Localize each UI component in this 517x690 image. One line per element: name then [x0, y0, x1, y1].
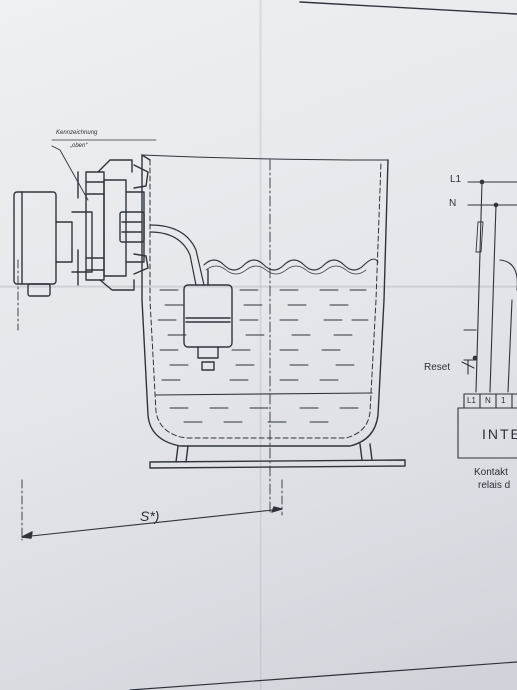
tank-wall	[141, 154, 389, 447]
caption-line2: relais d	[478, 480, 511, 491]
sensor-cable	[149, 224, 205, 286]
reset-label: Reset	[424, 362, 451, 373]
line-l1-label: L1	[450, 174, 462, 185]
terminal-l1-label: L1	[467, 396, 476, 405]
wiring-diagram	[457, 179, 517, 459]
unit-name-label: INTE	[482, 426, 517, 442]
marking-label-line2: „oben“	[70, 143, 88, 149]
dimension-label: S*)	[140, 508, 160, 524]
water-surface	[203, 258, 379, 271]
marking-leader	[51, 145, 89, 201]
line-n-label: N	[449, 198, 457, 209]
caption-line1: Kontakt	[474, 467, 508, 478]
sheet-border-bottom	[129, 661, 517, 690]
tank-base	[149, 443, 406, 469]
marking-label-line1: Kennzeichnung	[56, 130, 98, 136]
dimension-s	[21, 506, 283, 539]
terminal-n-label: N	[485, 396, 491, 405]
float-switch	[183, 269, 233, 371]
terminal-1-label: 1	[501, 396, 506, 405]
flange-assembly	[13, 159, 149, 297]
liquid-hatch	[155, 289, 373, 423]
sheet-border-top	[299, 1, 517, 15]
